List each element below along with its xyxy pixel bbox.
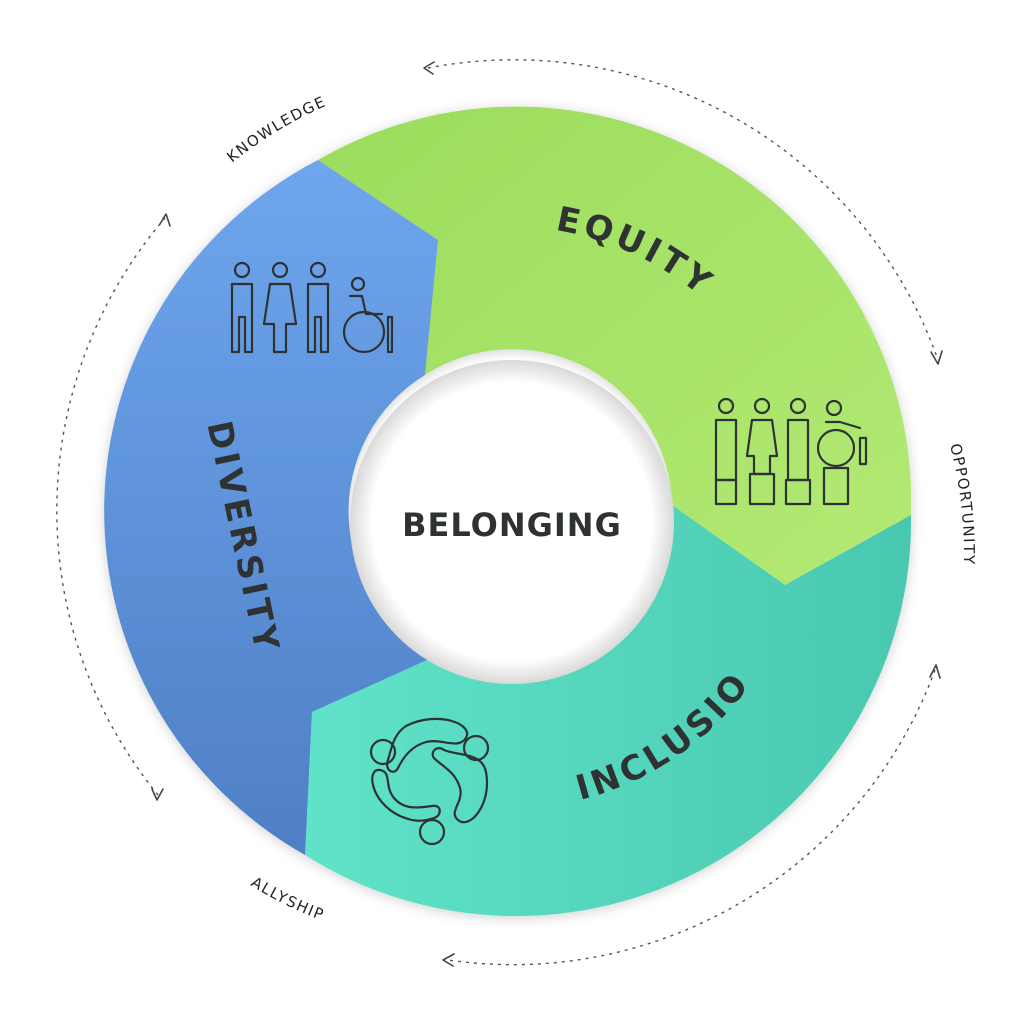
outer-label-allyship-text: ALLYSHIP	[248, 873, 327, 924]
diversity-people-icon	[230, 261, 394, 354]
arrow-top-head-left	[423, 61, 435, 75]
segment-diversity	[104, 160, 438, 855]
cycle-arrows	[56, 59, 943, 967]
outer-label-allyship: ALLYSHIP	[248, 873, 326, 924]
equity-people-on-boxes-icon	[714, 397, 868, 506]
arrow-top-dashed	[427, 59, 939, 361]
arrow-left-head-down	[151, 788, 164, 801]
outer-label-opportunity-text: OPPORTUNITY	[946, 442, 978, 566]
arrow-left-head-up	[159, 213, 171, 227]
outer-label-knowledge-text: KNOWLEDGE	[223, 92, 329, 166]
arrow-bottom-head-left	[442, 953, 455, 967]
ring	[104, 106, 912, 917]
arrow-left-dashed	[56, 217, 166, 796]
outer-label-knowledge: KNOWLEDGE	[223, 92, 327, 166]
center-circle	[350, 360, 674, 684]
segment-equity	[318, 106, 912, 585]
outer-label-opportunity: OPPORTUNITY	[946, 442, 976, 566]
center-label: BELONGING	[402, 506, 622, 544]
arrow-right-head-up	[929, 664, 941, 679]
inclusion-circle-of-people-icon	[369, 717, 490, 846]
segment-inclusion	[305, 505, 912, 917]
arrow-right-dashed	[447, 669, 936, 966]
arrow-top-head-right	[930, 350, 943, 365]
